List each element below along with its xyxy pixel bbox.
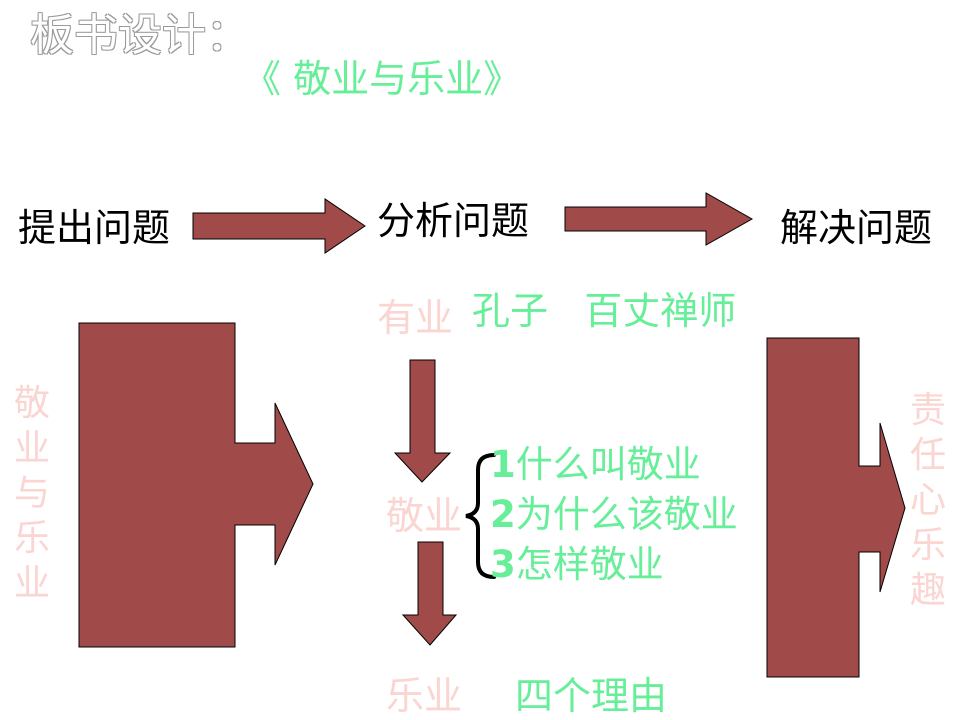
point-text: 怎样敬业 xyxy=(515,543,664,586)
point-item: 3怎样敬业 xyxy=(490,546,664,583)
node-enjoy-job-reasons: 四个理由 xyxy=(515,674,668,718)
down-arrow-2 xyxy=(401,541,458,646)
board-design-label: 板书设计： xyxy=(30,10,250,61)
point-number: 2 xyxy=(490,493,516,536)
point-number: 1 xyxy=(490,443,516,486)
point-number: 3 xyxy=(490,543,516,586)
flow-step-raise-question: 提出问题 xyxy=(18,206,171,250)
node-respect-job: 敬业 xyxy=(386,494,463,538)
left-block-arrow xyxy=(78,322,314,648)
curly-brace xyxy=(465,453,496,579)
right-vertical-keywords: 责任心乐趣 xyxy=(909,390,946,611)
node-have-job-examples: 孔子 百丈禅师 xyxy=(472,289,737,333)
point-text: 什么叫敬业 xyxy=(515,443,701,486)
point-item: 2为什么该敬业 xyxy=(490,496,738,533)
left-vertical-title: 敬业与乐业 xyxy=(13,383,50,604)
down-arrow-1 xyxy=(393,359,452,483)
right-arrow-2 xyxy=(564,192,754,246)
right-arrow-1 xyxy=(192,198,366,254)
flow-step-analyze-question: 分析问题 xyxy=(377,199,530,243)
right-block-arrow xyxy=(766,337,906,678)
point-item: 1什么叫敬业 xyxy=(490,446,701,483)
node-have-job: 有业 xyxy=(377,296,454,340)
node-enjoy-job: 乐业 xyxy=(386,674,463,718)
flow-step-solve-question: 解决问题 xyxy=(780,206,933,250)
point-text: 为什么该敬业 xyxy=(515,493,738,536)
lesson-title: 《 敬业与乐业》 xyxy=(243,57,522,101)
